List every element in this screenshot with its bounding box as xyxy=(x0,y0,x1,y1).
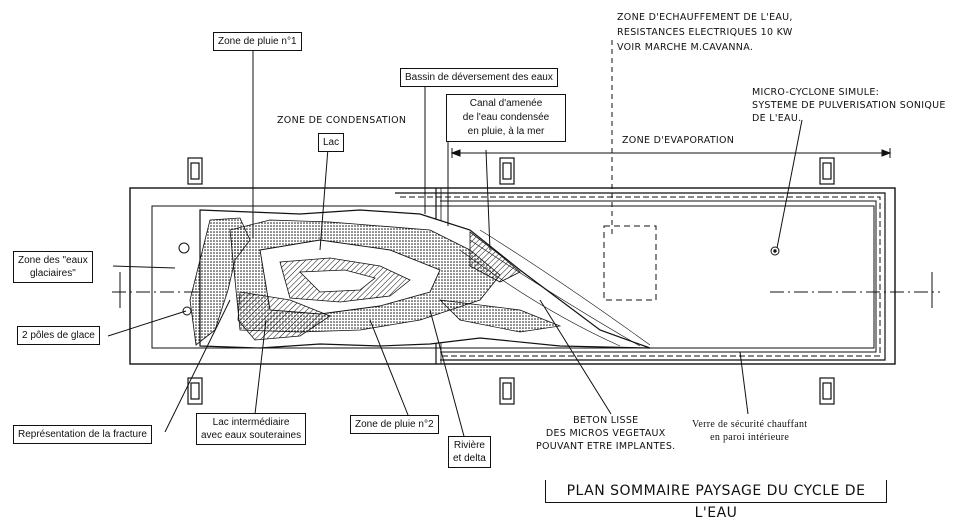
label-beton: BETON LISSE DES MICROS VEGETAUX POUVANT … xyxy=(536,414,676,453)
label-beton-line3: POUVANT ETRE IMPLANTES. xyxy=(536,441,676,452)
label-echauffement-line3: VOIR MARCHE M.CAVANNA. xyxy=(617,42,754,53)
label-canal-line3: en pluie, à la mer xyxy=(467,126,545,137)
label-zone-condensation: ZONE DE CONDENSATION xyxy=(277,115,407,126)
label-glaciaires-line1: Zone des "eaux xyxy=(18,255,88,266)
label-canal-line2: de l'eau condensée xyxy=(462,112,550,123)
glass-wall xyxy=(395,192,886,361)
label-micro-cyclone: MICRO-CYCLONE SIMULE: SYSTEME DE PULVERI… xyxy=(752,86,946,125)
evaporation-dimension xyxy=(450,148,892,158)
markers xyxy=(178,242,780,316)
label-riviere-line2: et delta xyxy=(453,453,486,464)
basin-inner-wall xyxy=(151,205,875,349)
landscape-relief xyxy=(189,209,651,349)
label-riviere-line1: Rivière xyxy=(453,440,485,451)
label-verre: Verre de sécurité chauffant en paroi int… xyxy=(692,418,807,444)
label-zone-pluie-1: Zone de pluie n°1 xyxy=(213,32,302,51)
label-cyclone-line1: MICRO-CYCLONE SIMULE: xyxy=(752,87,880,98)
label-beton-line2: DES MICROS VEGETAUX xyxy=(545,428,666,439)
diagram-title: PLAN SOMMAIRE PAYSAGE DU CYCLE DE L'EAU xyxy=(545,480,887,521)
label-lac-inter-line2: avec eaux souteraines xyxy=(201,430,302,441)
label-verre-line2: en paroi intérieure xyxy=(710,432,790,443)
label-beton-line1: BETON LISSE xyxy=(573,415,639,426)
label-cyclone-line2: SYSTEME DE PULVERISATION SONIQUE xyxy=(752,100,946,111)
label-lac-intermediaire: Lac intermédiaire avec eaux souteraines xyxy=(196,413,307,445)
basin-outer-wall xyxy=(129,187,896,365)
support-blocks xyxy=(187,157,835,405)
label-riviere: Rivière et delta xyxy=(448,436,491,468)
label-echauffement-line2: RESISTANCES ELECTRIQUES 10 KW xyxy=(617,27,793,38)
label-echauffement-line1: ZONE D'ECHAUFFEMENT DE L'EAU, xyxy=(617,12,793,23)
label-eaux-glaciaires: Zone des "eaux glaciaires" xyxy=(13,251,93,283)
label-cyclone-line3: DE L'EAU. xyxy=(752,113,802,124)
leader-lines xyxy=(107,40,803,441)
heating-zone xyxy=(603,225,657,301)
label-lac: Lac xyxy=(318,133,345,152)
label-fracture: Représentation de la fracture xyxy=(13,425,152,444)
label-canal: Canal d'amenée de l'eau condensée en plu… xyxy=(446,94,566,142)
label-canal-line1: Canal d'amenée xyxy=(469,98,543,109)
label-echauffement: ZONE D'ECHAUFFEMENT DE L'EAU, RESISTANCE… xyxy=(617,10,793,55)
label-poles: 2 pôles de glace xyxy=(17,326,100,345)
label-glaciaires-line2: glaciaires" xyxy=(29,268,76,279)
label-evaporation: ZONE D'EVAPORATION xyxy=(622,135,735,146)
label-bassin: Bassin de déversement des eaux xyxy=(400,68,558,87)
label-zone-pluie-2: Zone de pluie n°2 xyxy=(350,415,439,434)
label-verre-line1: Verre de sécurité chauffant xyxy=(692,419,808,430)
label-lac-inter-line1: Lac intermédiaire xyxy=(212,417,290,428)
